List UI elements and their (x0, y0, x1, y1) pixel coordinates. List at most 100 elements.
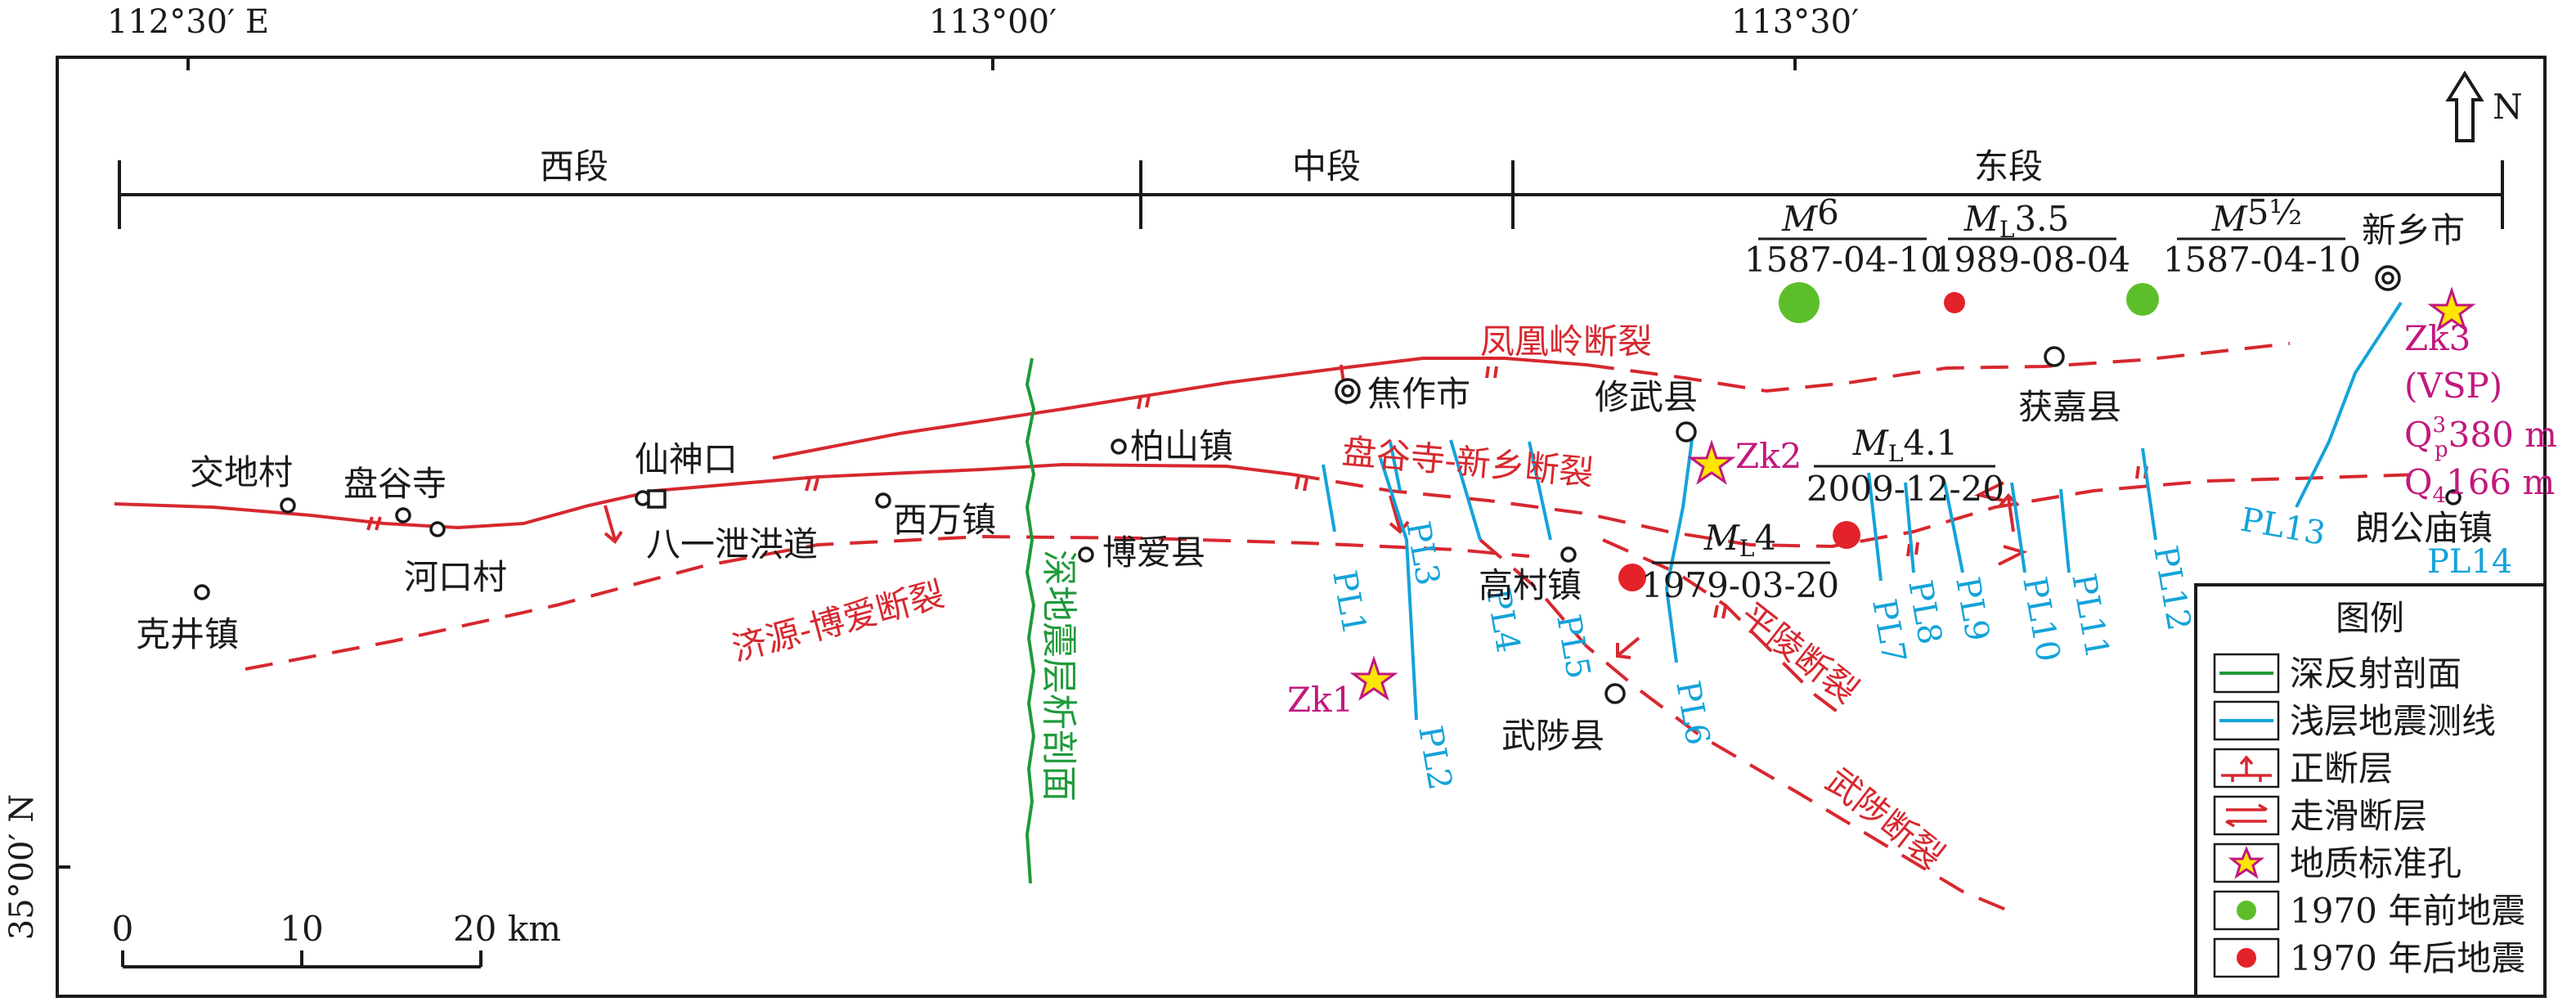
strike-slip-fault-icon (2225, 803, 2268, 828)
earthquake-post1970-ml35 (1944, 292, 1965, 313)
zk3-q4-label: Q4166 m (2404, 462, 2555, 508)
boreholes (1349, 286, 2476, 701)
pl14-label: PL14 (2427, 543, 2512, 581)
town-marker-langgongmiao (2445, 489, 2462, 505)
pl3-line (1389, 441, 1402, 492)
legend-label-1: 浅层地震测线 (2290, 701, 2496, 741)
segment-east: 东段 (1974, 146, 2043, 186)
place-bayi: 八一泄洪道 (646, 524, 818, 564)
faults (114, 342, 2421, 914)
pl9-line (1943, 482, 1964, 573)
map-frame (56, 56, 2547, 998)
pl13-label: PL13 (2237, 501, 2328, 553)
eq1-magnitude: ML3.5 (1963, 199, 2069, 243)
zk3-label: Zk3 (2404, 318, 2471, 358)
place-jiaozuo: 焦作市 (1367, 374, 1470, 414)
zk1-label: Zk1 (1287, 680, 1353, 720)
wuzhi-fault (1479, 538, 2013, 914)
eq4-magnitude: ML4 (1703, 518, 1776, 562)
earthquake-labels: M6 1587-04-10 ML3.5 1989-08-04 M5½ 1587-… (1641, 192, 2361, 605)
place-baishan: 柏山镇 (1130, 426, 1233, 466)
zk1-star-icon (1349, 655, 1398, 701)
pl2-label: PL2 (1411, 723, 1459, 793)
legend-title: 图例 (2336, 598, 2404, 638)
eq3-date: 2009-12-20 (1806, 469, 2004, 509)
north-label: N (2493, 87, 2523, 127)
place-langgongmiao: 朗公庙镇 (2355, 508, 2493, 548)
place-boai: 博爱县 (1102, 532, 1205, 573)
pl12-label: PL12 (2146, 543, 2197, 634)
pl9-label: PL9 (1948, 574, 1996, 645)
town-marker-gaocun (1560, 546, 1577, 563)
segment-bar (118, 160, 2504, 229)
scale-tick-10: 10 (280, 909, 323, 949)
eq2-magnitude: M5½ (2211, 192, 2302, 239)
green-dot-icon (2237, 901, 2256, 920)
eq0-date: 1587-04-10 (1744, 240, 1942, 280)
coord-label-113-00: 113°00′ (929, 3, 1057, 41)
pangusi-xinxiang-fault (114, 462, 1293, 530)
segment-middle: 中段 (1292, 146, 1361, 186)
town-marker-jiaodi (280, 497, 296, 514)
legend-label-6: 1970 年后地震 (2290, 938, 2525, 978)
pl4-line (1449, 439, 1482, 541)
pl3-label: PL3 (1398, 519, 1447, 589)
legend-label-3: 走滑断层 (2290, 796, 2427, 836)
legend-label-5: 1970 年前地震 (2290, 891, 2525, 931)
borehole-star-icon (2228, 846, 2265, 879)
pl6-label: PL6 (1668, 678, 1717, 748)
eq4-date: 1979-03-20 (1641, 565, 1839, 605)
earthquake-pre1970-m55 (2126, 283, 2159, 316)
pl13-line (2295, 301, 2403, 508)
legend: 图例 深反射剖面 浅层地震测线 正断层 走滑断层 地质标准孔 (2194, 583, 2547, 998)
fenghuangling-fault-dashed (1586, 342, 2291, 393)
place-xiuwu: 修武县 (1595, 377, 1698, 417)
fault-label-pangusi-xinxiang: 盘谷寺-新乡断裂 (1340, 431, 1595, 493)
fenghuangling-fault (772, 357, 1587, 460)
north-arrow-icon (2445, 70, 2484, 142)
scale-tick-20: 20 km (453, 909, 561, 949)
pl1-line (1322, 464, 1336, 532)
pl11-label: PL11 (2064, 571, 2116, 662)
fault-label-jiyuan-boai: 济源-博爱断裂 (728, 573, 949, 668)
eq0-magnitude: M6 (1781, 192, 1839, 239)
legend-label-0: 深反射剖面 (2290, 654, 2462, 694)
town-marker-xiuwu (1676, 421, 1697, 443)
place-hekou: 河口村 (404, 557, 507, 597)
zk3-vsp-label: (VSP) (2404, 366, 2502, 406)
fault-label-pingling: 平陵断裂 (1733, 595, 1866, 711)
place-gaocun: 高村镇 (1479, 565, 1582, 605)
town-marker-wuzhi (1604, 683, 1626, 704)
town-marker-boai (1078, 546, 1094, 563)
zk2-star-icon (1687, 439, 1736, 485)
place-xianshenkou: 仙神口 (635, 439, 738, 479)
red-dot-icon (2237, 948, 2256, 968)
town-marker-pangusi (395, 507, 411, 523)
city-marker-jiaozuo-core (1341, 384, 1354, 398)
fault-label-fenghuangling: 凤凰岭断裂 (1480, 321, 1652, 362)
coordinate-ticks (57, 57, 1797, 869)
pingling-fault (1602, 538, 1850, 721)
pangusi-xinxiang-fault-dashed (1291, 473, 2421, 549)
legend-box (2194, 583, 2547, 998)
place-huojia: 获嘉县 (2018, 387, 2121, 427)
earthquake-post1970-ml41 (1833, 521, 1860, 549)
pl11-line (2059, 488, 2071, 573)
coord-label-112-30: 112°30′ E (107, 3, 269, 41)
earthquakes (1618, 282, 2159, 591)
shallow-seismic-lines (1322, 301, 2403, 721)
deep-seismic-profile (1025, 357, 1036, 884)
pl1-label: PL1 (1325, 568, 1373, 638)
pl7-line (1867, 472, 1883, 582)
jiyuan-boai-fault (245, 534, 1530, 671)
place-wuzhi: 武陟县 (1501, 716, 1604, 756)
eq2-date: 1587-04-10 (2163, 240, 2361, 280)
legend-label-4: 地质标准孔 (2290, 843, 2462, 883)
zk3-star-icon (2427, 286, 2476, 332)
segment-west: 西段 (540, 146, 608, 186)
earthquake-post1970-ml4 (1618, 564, 1646, 591)
pl5-line (1528, 441, 1552, 541)
pl5-label: PL5 (1549, 612, 1597, 682)
